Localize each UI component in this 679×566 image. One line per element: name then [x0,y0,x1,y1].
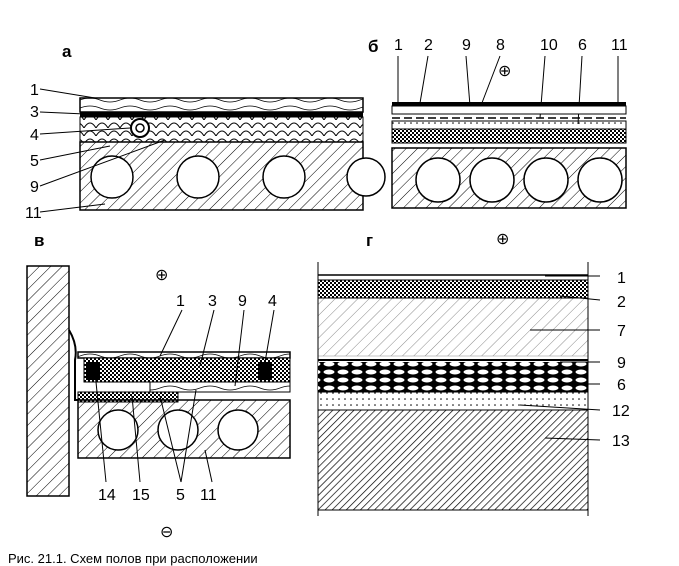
panel-v-label: 5 [176,487,185,504]
panel-b-slab-voids [415,157,623,203]
panel-g-label: 12 [612,403,630,420]
panel-a-floorboard [79,97,364,113]
panel-v-label: 14 [98,487,116,504]
panel-b-sand-layer [391,120,627,130]
panel-a-label: 4 [30,127,39,144]
panel-v-label: 4 [268,293,277,310]
panel-b-plus-sign: ⊕ [498,63,511,80]
panel-b-label: 8 [496,37,505,54]
panel-v-wall-joint [68,329,80,401]
panel-b-label: 10 [540,37,558,54]
panel-b-label: 6 [578,37,587,54]
panel-g-letter: г [366,231,373,250]
panel-b-insulation-layer [391,128,627,144]
panel-a-label: 9 [30,179,39,196]
panel-v-minus-sign: ⊖ [160,524,173,541]
panel-v-label: 1 [176,293,185,310]
panel-a-leaders [39,88,166,213]
panel-a-label: 1 [30,82,39,99]
panel-a-slab-voids [90,155,386,199]
panel-v-slab-voids [97,409,259,451]
panel-v-leaders [94,309,275,483]
panel-v-board [149,381,291,393]
panel-a-labels: 1 3 4 5 9 11 [25,82,42,222]
panel-g-concrete [317,297,589,357]
panel-g-screed [317,279,589,299]
panel-b-label: 11 [611,37,628,54]
panel-g-gravel-pattern [318,362,588,392]
panel-v-label: 15 [132,487,150,504]
panel-g: г 1 2 7 9 6 12 13 [317,231,630,516]
panel-g-leaders [519,275,601,441]
panel-v-insulation [83,357,291,383]
panel-b-label: 1 [394,37,403,54]
panel-g-label: 9 [617,355,626,372]
panel-a-filler-layer [79,116,364,143]
panel-v: в ⊕ ⊖ 1 [26,231,291,541]
panel-g-label: 1 [617,270,626,287]
panel-b-label: 9 [462,37,471,54]
panel-g-labels: 1 2 7 9 6 12 13 [612,270,630,450]
panel-g-label: 6 [617,377,626,394]
panel-g-label: 2 [617,294,626,311]
panel-a-joist [130,118,150,138]
panel-a-label: 5 [30,153,39,170]
figure-caption: Рис. 21.1. Схем полов при расположении [8,551,258,566]
panel-b-screed-layer [391,105,627,115]
panel-g-label: 7 [617,323,626,340]
panel-v-label: 3 [208,293,217,310]
panel-v-floorboard [77,351,291,359]
panel-b-letter: б [368,37,379,56]
panel-g-sand [317,391,589,411]
panel-a-label: 11 [25,205,42,222]
panel-v-label: 9 [238,293,247,310]
panel-v-letter: в [34,231,44,250]
panel-a: а 1 3 4 5 9 [25,42,386,222]
panel-g-label: 13 [612,433,630,450]
panel-b-labels: 1 2 9 8 10 6 11 [394,37,628,54]
panel-v-plus-sign: ⊕ [155,267,168,284]
panel-b-finish-layer [392,102,626,106]
panel-v-joist-right [258,362,272,380]
panel-a-letter: а [62,42,72,61]
panel-b: б 1 2 9 8 10 6 11 ⊕ ⊕ [368,37,628,248]
panel-g-soil [317,409,589,511]
panel-a-label: 3 [30,104,39,121]
panel-b-plus-sign-bottom: ⊕ [496,231,509,248]
panel-v-label: 11 [200,487,217,504]
panel-v-labels: 1 3 9 4 14 15 5 11 [98,293,277,504]
panel-v-wall [26,265,70,497]
panel-v-joist-left [86,362,100,380]
panel-a-dark-layer [80,112,363,117]
panel-b-label: 2 [424,37,433,54]
